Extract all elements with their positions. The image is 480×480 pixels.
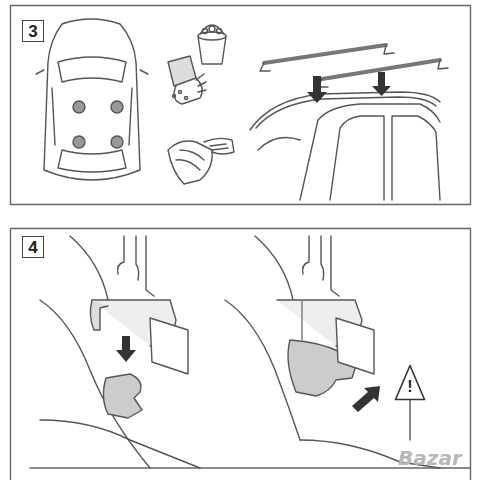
- step-number: 3: [22, 20, 44, 42]
- panel-frame: [11, 229, 471, 480]
- step-number-text: 4: [28, 239, 37, 256]
- arrow: [307, 72, 391, 103]
- warning-triangle-outline: [396, 366, 425, 400]
- warning-mark: !: [407, 370, 412, 395]
- leader-line: [409, 398, 410, 440]
- roof-edge-detail: [40, 236, 200, 468]
- bucket-sponge: [168, 25, 226, 104]
- warning-symbol: !: [394, 364, 426, 401]
- step-number: 4: [22, 236, 44, 258]
- mounting-points: [73, 101, 123, 148]
- roof-edge-detail: [225, 236, 440, 468]
- arrow: [116, 336, 136, 362]
- arrow: [352, 386, 380, 412]
- cleaning-cloth: [168, 138, 234, 184]
- car-side-view: [250, 92, 440, 200]
- step-number-text: 3: [28, 23, 37, 40]
- car-top-view: [36, 19, 148, 180]
- roof-bar: [260, 45, 448, 87]
- watermark: Bazar: [398, 446, 462, 470]
- panel-frame: [11, 6, 471, 205]
